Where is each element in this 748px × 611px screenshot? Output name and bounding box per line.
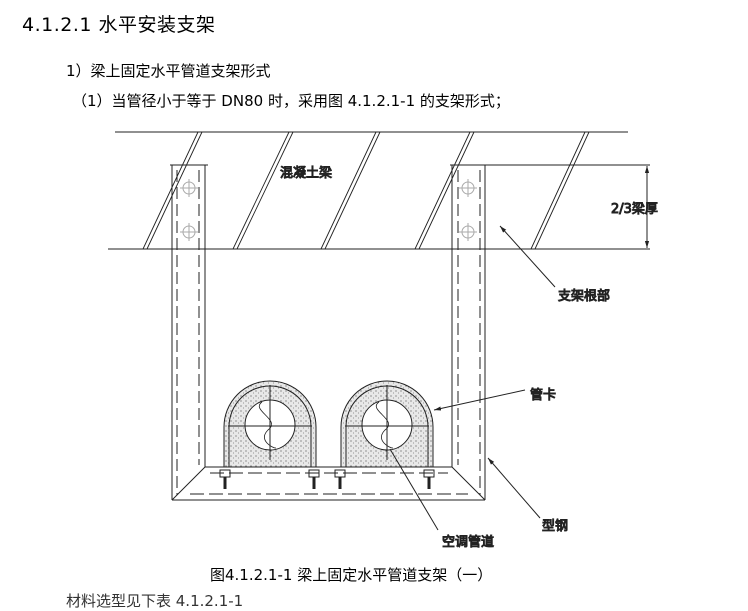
label-thickness: 2/3梁厚 bbox=[611, 202, 658, 217]
pipe-clamp-right bbox=[340, 380, 434, 468]
concrete-beam bbox=[108, 131, 650, 250]
pipe-clamp-left bbox=[223, 380, 317, 468]
leader-steel bbox=[487, 457, 541, 519]
right-steel-channel bbox=[451, 165, 486, 500]
figure-caption: 图4.1.2.1-1 梁上固定水平管道支架（一） bbox=[210, 566, 493, 584]
leader-root bbox=[499, 225, 556, 288]
leader-clamp bbox=[433, 389, 526, 411]
bolt-holes bbox=[180, 179, 477, 241]
label-beam: 混凝土梁 bbox=[280, 165, 332, 181]
label-root: 支架根部 bbox=[558, 289, 610, 304]
section-heading: 4.1.2.1 水平安装支架 bbox=[22, 14, 216, 36]
label-pipe: 空调管道 bbox=[442, 535, 494, 550]
left-steel-channel bbox=[171, 165, 206, 500]
leader-pipe bbox=[389, 448, 439, 531]
label-clamp: 管卡 bbox=[530, 388, 556, 403]
bottom-steel-beam bbox=[171, 466, 486, 501]
nuts bbox=[219, 469, 435, 489]
paragraph-next: 材料选型见下表 4.1.2.1-1 bbox=[66, 592, 244, 610]
paragraph-subheading: 1）梁上固定水平管道支架形式 bbox=[66, 62, 271, 80]
beam-hatch bbox=[142, 131, 590, 250]
label-steel: 型钢 bbox=[542, 519, 568, 534]
paragraph-text: （1）当管径小于等于 DN80 时，采用图 4.1.2.1-1 的支架形式； bbox=[72, 92, 510, 110]
